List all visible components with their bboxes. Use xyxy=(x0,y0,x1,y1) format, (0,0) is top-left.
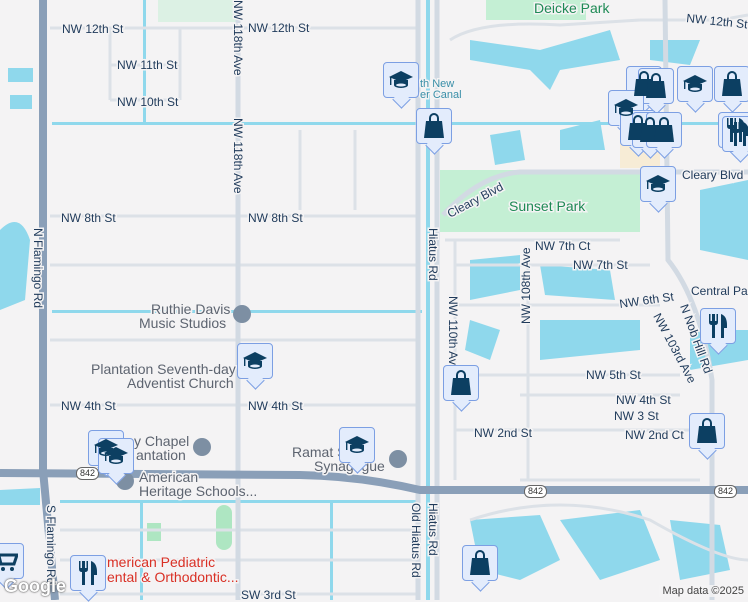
shopping-cart-icon xyxy=(0,550,18,572)
school-marker[interactable] xyxy=(677,66,713,102)
street-label: NW 12th St xyxy=(62,22,124,36)
route-shield: 842 xyxy=(76,467,99,480)
school-marker[interactable] xyxy=(640,166,676,202)
street-label: SW 3rd St xyxy=(241,588,296,600)
shopping-cart-marker[interactable] xyxy=(0,543,24,579)
poi-label[interactable]: Heritage Schools... xyxy=(139,483,257,499)
school-icon xyxy=(388,69,414,91)
poi-label[interactable]: antation xyxy=(136,447,186,463)
street-label: NW 2nd Ct xyxy=(625,428,684,442)
school-poi-icon[interactable] xyxy=(233,305,251,323)
street-label: NW 12th St xyxy=(686,11,748,31)
google-logo: Google xyxy=(4,576,66,597)
street-label: NW 5th St xyxy=(586,368,641,382)
school-marker[interactable] xyxy=(383,62,419,98)
street-label: NW 8th St xyxy=(248,211,303,225)
street-label: NW 118th Ave xyxy=(231,0,245,76)
park-label: Sunset Park xyxy=(509,198,586,214)
map-attribution[interactable]: Map data ©2025 xyxy=(659,585,748,597)
restaurant-icon xyxy=(77,560,99,586)
shopping-bag-marker[interactable] xyxy=(416,108,452,144)
school-icon xyxy=(682,73,708,95)
street-label: NW 6th St xyxy=(618,289,675,311)
synagogue-poi-icon[interactable] xyxy=(389,450,407,468)
restaurant-marker[interactable] xyxy=(700,308,736,344)
shopping-bag-marker[interactable] xyxy=(689,413,725,449)
street-label: Hiatus Rd xyxy=(426,228,440,281)
worship-poi-icon[interactable] xyxy=(193,438,211,456)
poi-label[interactable]: ental & Orthodontic... xyxy=(107,569,239,585)
restaurant-icon xyxy=(707,313,729,339)
shopping-bag-marker[interactable] xyxy=(462,545,498,581)
park-label: Deicke Park xyxy=(534,0,610,16)
school-icon xyxy=(103,445,129,467)
route-shield: 842 xyxy=(714,485,737,498)
shopping-bag-icon xyxy=(450,370,472,396)
street-label: Central Pa xyxy=(691,284,748,298)
school-marker[interactable] xyxy=(339,427,375,463)
street-label: Cleary Blvd xyxy=(682,168,743,182)
street-label: Hiatus Rd xyxy=(426,503,440,556)
school-icon xyxy=(645,173,671,195)
canal-label: er Canal xyxy=(420,89,462,101)
poi-label[interactable]: Music Studios xyxy=(139,315,226,331)
street-label: NW 110th Ave xyxy=(446,296,460,372)
restaurant-marker[interactable] xyxy=(70,555,106,591)
street-label: NW 108th Ave xyxy=(519,247,533,324)
shopping-bag-icon xyxy=(653,117,675,143)
route-shield: 842 xyxy=(524,485,547,498)
street-label: NW 2nd St xyxy=(474,426,533,440)
shopping-bag-icon xyxy=(721,71,743,97)
street-label: NW 7th St xyxy=(573,258,628,272)
street-label: NW 4th St xyxy=(61,399,116,413)
poi-label[interactable]: merican Pediatric xyxy=(107,554,215,570)
street-label: N Flamingo Rd xyxy=(31,228,45,308)
street-label: S Flamingo Rd xyxy=(44,505,58,584)
school-icon xyxy=(242,350,268,372)
street-label: NW 3 St xyxy=(614,409,659,423)
street-label: NW 12th St xyxy=(248,21,310,35)
street-label: NW 4th St xyxy=(248,399,303,413)
street-label: NW 7th Ct xyxy=(535,239,591,253)
street-label: NW 118th Ave xyxy=(231,118,245,194)
school-marker[interactable] xyxy=(237,343,273,379)
shopping-bag-marker[interactable] xyxy=(714,66,748,102)
restaurant-icon xyxy=(729,121,748,147)
poi-label[interactable]: Adventist Church xyxy=(127,375,234,391)
shopping-bag-icon xyxy=(696,418,718,444)
street-label: Old Hiatus Rd xyxy=(409,503,423,578)
street-label: NW 8th St xyxy=(61,211,116,225)
street-label: NW 10th St xyxy=(117,95,179,109)
shopping-bag-marker[interactable] xyxy=(443,365,479,401)
street-label: NW 11th St xyxy=(117,58,178,72)
shopping-bag-icon xyxy=(645,73,667,99)
shopping-bag-icon xyxy=(423,113,445,139)
street-label: NW 4th St xyxy=(616,393,671,407)
school-icon xyxy=(344,434,370,456)
shopping-bag-icon xyxy=(469,550,491,576)
